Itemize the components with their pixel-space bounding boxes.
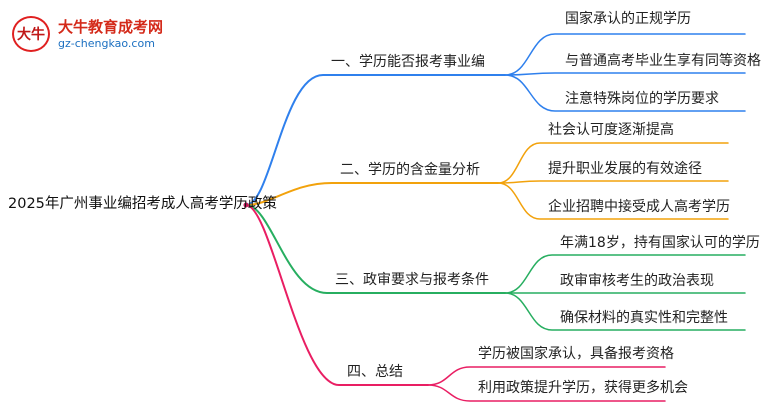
branch-1-leaf-2: 与普通高考毕业生享有同等资格 — [565, 53, 761, 69]
branch-1: 一、学历能否报考事业编 — [331, 54, 485, 70]
branch-1-leaf-1: 国家承认的正规学历 — [565, 11, 691, 27]
branch-2-leaf-1-connector — [497, 142, 729, 184]
root-topic: 2025年广州事业编招考成人高考学历政策 — [8, 196, 277, 212]
branch-3: 三、政审要求与报考条件 — [335, 272, 489, 288]
branch-1-leaf-2-connector — [504, 72, 746, 76]
branch-4-leaf-1-connector — [427, 366, 666, 386]
logo-name: 大牛教育成考网 — [58, 18, 164, 36]
branch-3-connector — [245, 204, 506, 294]
root-junction-dot — [243, 202, 249, 208]
logo-url: gz-chengkao.com — [58, 37, 155, 50]
branch-2-leaf-3-connector — [497, 182, 729, 220]
branch-4-leaf-1: 学历被国家承认，具备报考资格 — [478, 346, 674, 362]
branch-1-connector — [245, 74, 506, 206]
branch-3-leaf-1-connector — [504, 254, 746, 294]
branch-1-leaf-3: 注意特殊岗位的学历要求 — [565, 91, 719, 107]
branch-4: 四、总结 — [347, 364, 403, 380]
branch-4-leaf-2: 利用政策提升学历，获得更多机会 — [478, 380, 688, 396]
branch-1-leaf-3-connector — [504, 74, 746, 112]
logo-mark-icon: 大牛 — [12, 16, 50, 52]
branch-2-leaf-2-connector — [497, 180, 729, 184]
branch-2: 二、学历的含金量分析 — [340, 162, 480, 178]
branch-2-leaf-1: 社会认可度逐渐提高 — [548, 122, 674, 138]
branch-4-leaf-2-connector — [427, 384, 666, 402]
branch-2-leaf-2: 提升职业发展的有效途径 — [548, 161, 702, 177]
branch-3-leaf-1: 年满18岁，持有国家认可的学历 — [560, 235, 760, 251]
branch-4-connector — [245, 204, 429, 386]
site-logo: 大牛 大牛教育成考网 gz-chengkao.com — [12, 14, 212, 56]
branch-2-leaf-3: 企业招聘中接受成人高考学历 — [548, 199, 730, 215]
branch-3-leaf-3-connector — [504, 292, 746, 331]
branch-2-connector — [245, 182, 499, 206]
branch-3-leaf-2: 政审审核考生的政治表现 — [560, 273, 714, 289]
branch-3-leaf-3: 确保材料的真实性和完整性 — [560, 310, 728, 326]
branch-1-leaf-1-connector — [504, 33, 746, 76]
